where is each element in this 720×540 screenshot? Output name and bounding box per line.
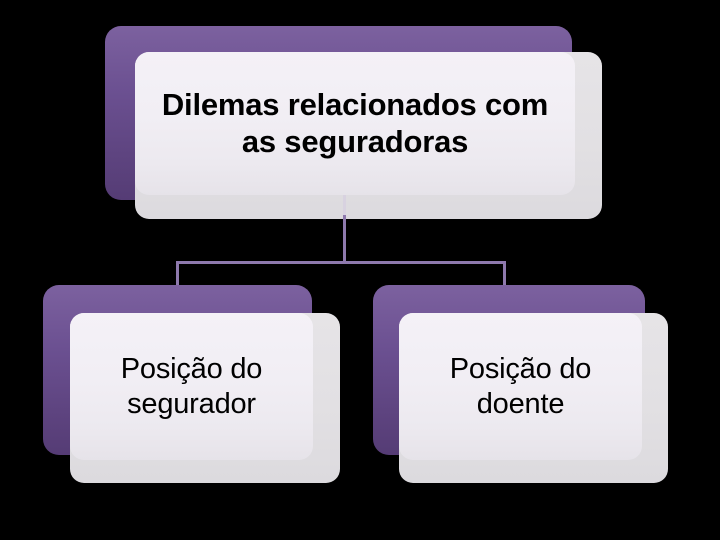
diagram-node-root[interactable]: Dilemas relacionados com as seguradoras: [0, 0, 720, 260]
connector-stem-upper: [343, 195, 346, 217]
connector-drop-left: [176, 261, 179, 292]
diagram-node-child-left[interactable]: Posição do segurador: [0, 0, 360, 540]
connector-stem: [343, 215, 346, 264]
connector-drop-right: [503, 261, 506, 292]
child-left-card[interactable]: Posição do segurador: [70, 313, 313, 460]
child-right-card[interactable]: Posição do doente: [399, 313, 642, 460]
root-node-card[interactable]: Dilemas relacionados com as seguradoras: [135, 52, 575, 195]
connector-crossbar: [176, 261, 506, 264]
root-node-label: Dilemas relacionados com as seguradoras: [161, 86, 549, 159]
child-right-label: Posição do doente: [449, 353, 592, 420]
child-left-label: Posição do segurador: [120, 353, 263, 420]
